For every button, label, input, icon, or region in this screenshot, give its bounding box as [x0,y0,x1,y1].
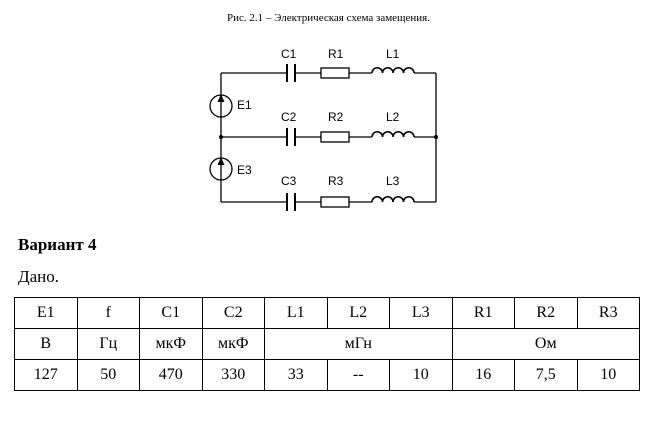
resistor-r1 [320,67,350,79]
value-cell: -- [326,359,390,391]
value-cell: 127 [14,359,78,391]
capacitor-c2 [286,128,296,146]
unit-cell-e1: В [14,328,78,360]
label-l2: L2 [386,110,400,124]
inductor-l3 [371,196,415,203]
resistor-r2 [320,131,350,143]
unit-cell-f: Гц [76,328,140,360]
unit-cell-c1: мкФ [139,328,203,360]
header-cell: E1 [14,297,78,329]
given-data-table: E1 f C1 C2 L1 L2 L3 R1 R2 R3 В Гц мкФ мк… [14,297,640,391]
inductor-l2 [371,131,415,138]
given-label: Дано. [18,267,59,286]
value-cell: 470 [139,359,203,391]
label-c1: C1 [281,47,297,61]
header-cell: C1 [139,297,203,329]
header-cell: C2 [201,297,265,329]
label-r3: R3 [328,174,344,188]
capacitor-c1 [286,64,296,82]
label-r2: R2 [328,110,344,124]
label-l1: L1 [386,47,400,61]
value-cell: 16 [451,359,515,391]
value-cell: 10 [576,359,640,391]
header-cell: L1 [264,297,328,329]
e1-arrow-icon [217,94,225,102]
table-values-row: 127 50 470 330 33 -- 10 16 7,5 10 [14,359,640,391]
label-e1: E1 [237,98,252,112]
circuit-diagram: C1 R1 L1 C2 R2 L2 C3 R3 L3 E1 E3 [209,47,438,211]
value-cell: 330 [201,359,265,391]
header-cell: f [76,297,140,329]
header-cell: R1 [451,297,515,329]
unit-cell-r: Ом [451,328,640,360]
label-c3: C3 [281,174,297,188]
junction-dot-left [219,135,223,139]
variant-title: Вариант 4 [18,235,97,254]
label-r1: R1 [328,47,344,61]
header-cell: L3 [389,297,453,329]
header-cell: R3 [576,297,640,329]
table-units-row: В Гц мкФ мкФ мГн Ом [14,328,640,360]
value-cell: 7,5 [514,359,578,391]
capacitor-c3 [286,193,296,211]
unit-cell-l: мГн [264,328,453,360]
label-l3: L3 [386,174,400,188]
value-cell: 33 [264,359,328,391]
header-cell: L2 [326,297,390,329]
inductor-l1 [371,67,415,74]
label-c2: C2 [281,110,297,124]
table-header-row: E1 f C1 C2 L1 L2 L3 R1 R2 R3 [14,297,640,329]
figure-caption: Рис. 2.1 – Электрическая схема замещения… [227,12,430,24]
header-cell: R2 [514,297,578,329]
e3-arrow-icon [217,157,225,165]
resistor-r3 [320,196,350,208]
unit-cell-c2: мкФ [201,328,265,360]
value-cell: 50 [76,359,140,391]
junction-dot-right [434,135,438,139]
value-cell: 10 [389,359,453,391]
label-e3: E3 [237,163,252,177]
